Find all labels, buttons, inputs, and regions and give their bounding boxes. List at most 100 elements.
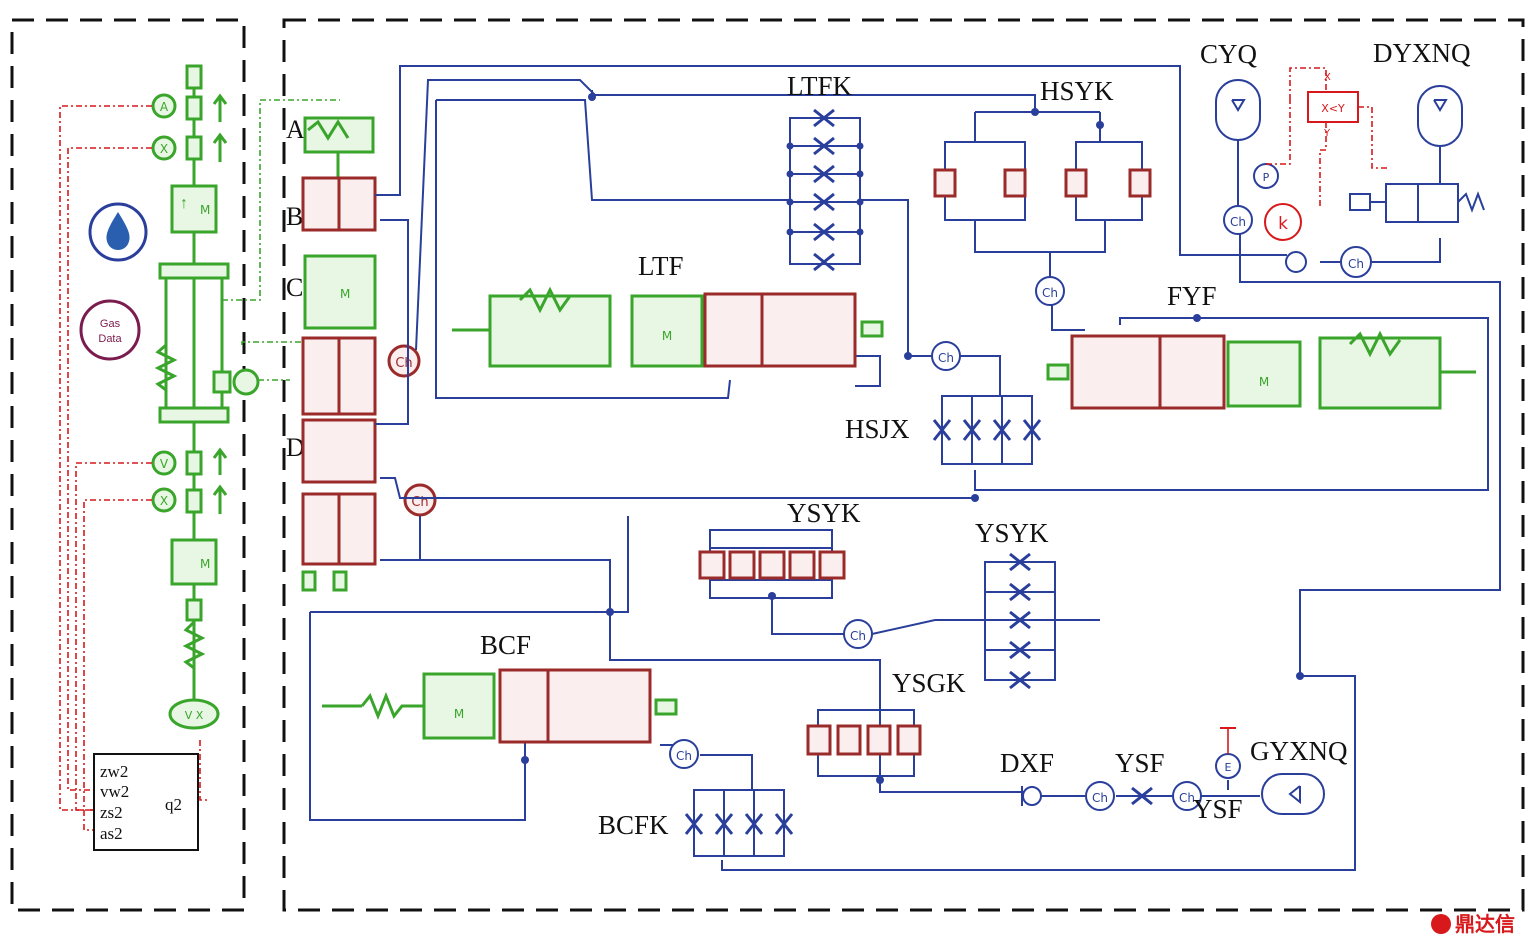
fyf-actuator: M xyxy=(1046,330,1476,410)
svg-text:鼎达信: 鼎达信 xyxy=(1455,912,1515,936)
svg-text:Ch: Ch xyxy=(676,749,692,763)
ysyk-right-valve-grid xyxy=(984,552,1056,690)
svg-text:↑: ↑ xyxy=(180,195,188,212)
svg-text:Ch: Ch xyxy=(1230,215,1246,229)
svg-text:Ch: Ch xyxy=(1179,791,1195,805)
svg-text:as2: as2 xyxy=(100,824,123,843)
fluid-droplet-icon xyxy=(88,202,148,262)
svg-text:Y: Y xyxy=(1323,128,1331,139)
k-gain-icon: k xyxy=(1264,203,1302,241)
label-bcf: BCF xyxy=(480,630,531,660)
chamber-node-cyq2: Ch xyxy=(1340,246,1372,278)
chamber-node-hsyk: Ch xyxy=(1035,276,1065,306)
label-ltf: LTF xyxy=(638,251,684,281)
dyxnq-accumulator xyxy=(1417,85,1463,184)
a-sensor-icon: A xyxy=(151,93,177,119)
chamber-node-upper: Ch xyxy=(387,344,421,378)
svg-text:Data: Data xyxy=(98,333,122,345)
signal-block: zw2 vw2 zs2 as2 q2 xyxy=(93,753,199,851)
svg-text:Ch: Ch xyxy=(1348,257,1364,271)
vx-sensor-icon: V X xyxy=(168,698,220,730)
chamber-node-lower: Ch xyxy=(403,483,437,517)
chamber-node-ltf: Ch xyxy=(931,341,961,371)
label-b: B xyxy=(286,202,303,231)
svg-text:V X: V X xyxy=(185,709,204,722)
label-fyf: FYF xyxy=(1167,281,1217,311)
right-subsystem-frame xyxy=(282,18,1525,912)
svg-text:M: M xyxy=(662,329,672,343)
svg-text:zw2: zw2 xyxy=(100,762,128,781)
gas-data-icon: Gas Data xyxy=(79,299,141,361)
svg-text:Ch: Ch xyxy=(850,629,866,643)
label-cyq: CYQ xyxy=(1200,39,1258,69)
svg-text:V: V xyxy=(160,457,169,471)
directional-valve xyxy=(1349,183,1485,223)
label-ysgk: YSGK xyxy=(892,668,966,698)
bcf-actuator: M xyxy=(322,668,678,744)
left-subsystem-frame xyxy=(10,18,246,912)
hsjx-valve-grid xyxy=(932,395,1042,465)
svg-text:Ch: Ch xyxy=(1042,286,1058,300)
svg-text:M: M xyxy=(200,557,210,571)
e-sensor-icon: E xyxy=(1215,727,1241,779)
svg-text:k: k xyxy=(1278,214,1288,234)
svg-text:M: M xyxy=(200,203,210,217)
svg-text:P: P xyxy=(1263,171,1270,184)
svg-text:X: X xyxy=(160,494,168,508)
pressure-p-icon: P xyxy=(1253,163,1279,189)
up-arrows-bottom xyxy=(212,447,228,514)
chamber-node-ysyk: Ch xyxy=(843,619,873,649)
svg-text:Ch: Ch xyxy=(395,356,412,371)
label-hsjx: HSJX xyxy=(845,414,910,444)
spring-lower xyxy=(182,620,206,670)
chamber-node-ysf: Ch xyxy=(1172,781,1202,811)
label-ysf-bottom: YSF xyxy=(1193,794,1243,824)
mass-block-top: M ↑ xyxy=(170,184,218,234)
label-dxf: DXF xyxy=(1000,748,1054,778)
svg-text:Ch: Ch xyxy=(1092,791,1108,805)
chamber-node-cyq: Ch xyxy=(1223,205,1253,235)
svg-text:M: M xyxy=(340,287,350,301)
v-sensor-icon: V xyxy=(151,450,177,476)
svg-text:M: M xyxy=(1259,375,1269,389)
x-sensor-lower-icon: X xyxy=(151,487,177,513)
svg-text:E: E xyxy=(1225,761,1232,774)
check-valve-right xyxy=(1285,251,1307,273)
label-ltfk: LTFK xyxy=(787,71,853,101)
component-a-damper xyxy=(303,116,375,178)
label-d: D xyxy=(286,433,305,462)
ysyk-left-valve-bank xyxy=(698,529,846,599)
label-ysf-top: YSF xyxy=(1115,748,1165,778)
svg-text:A: A xyxy=(160,100,169,114)
svg-text:X<Y: X<Y xyxy=(1321,102,1345,115)
x-sensor-icon: X xyxy=(151,135,177,161)
label-bcfk: BCFK xyxy=(598,810,669,840)
svg-text:vw2: vw2 xyxy=(100,782,129,801)
svg-text:Ch: Ch xyxy=(938,351,954,365)
hsyk-valve-group xyxy=(933,111,1152,282)
watermark-logo: 鼎达信 xyxy=(1431,912,1515,936)
pipe-network xyxy=(309,65,1501,871)
label-dyxnq: DYXNQ xyxy=(1373,38,1471,68)
mass-block-bottom: M xyxy=(170,538,218,586)
svg-text:X: X xyxy=(160,142,168,156)
chamber-node-dxf: Ch xyxy=(1085,781,1115,811)
svg-text:X: X xyxy=(1324,72,1331,83)
pressure-sensor-icon xyxy=(232,368,260,396)
label-a: A xyxy=(286,115,305,144)
label-ysyk-left: YSYK xyxy=(787,498,861,528)
svg-text:q2: q2 xyxy=(165,795,182,814)
up-arrows-top xyxy=(212,93,228,162)
junction-dots xyxy=(521,108,1304,784)
hydraulic-column: M xyxy=(301,176,377,592)
cyq-accumulator xyxy=(1215,79,1261,206)
svg-text:Gas: Gas xyxy=(100,318,121,330)
signal-lines-left xyxy=(59,99,340,831)
svg-text:M: M xyxy=(454,707,464,721)
left-mechanical-chain: A X M ↑ Gas Data xyxy=(79,64,260,730)
dxf-check-valve xyxy=(1021,786,1042,806)
ltf-actuator: M xyxy=(452,286,884,368)
label-gyxnq: GYXNQ xyxy=(1250,736,1348,766)
label-hsyk: HSYK xyxy=(1040,76,1114,106)
